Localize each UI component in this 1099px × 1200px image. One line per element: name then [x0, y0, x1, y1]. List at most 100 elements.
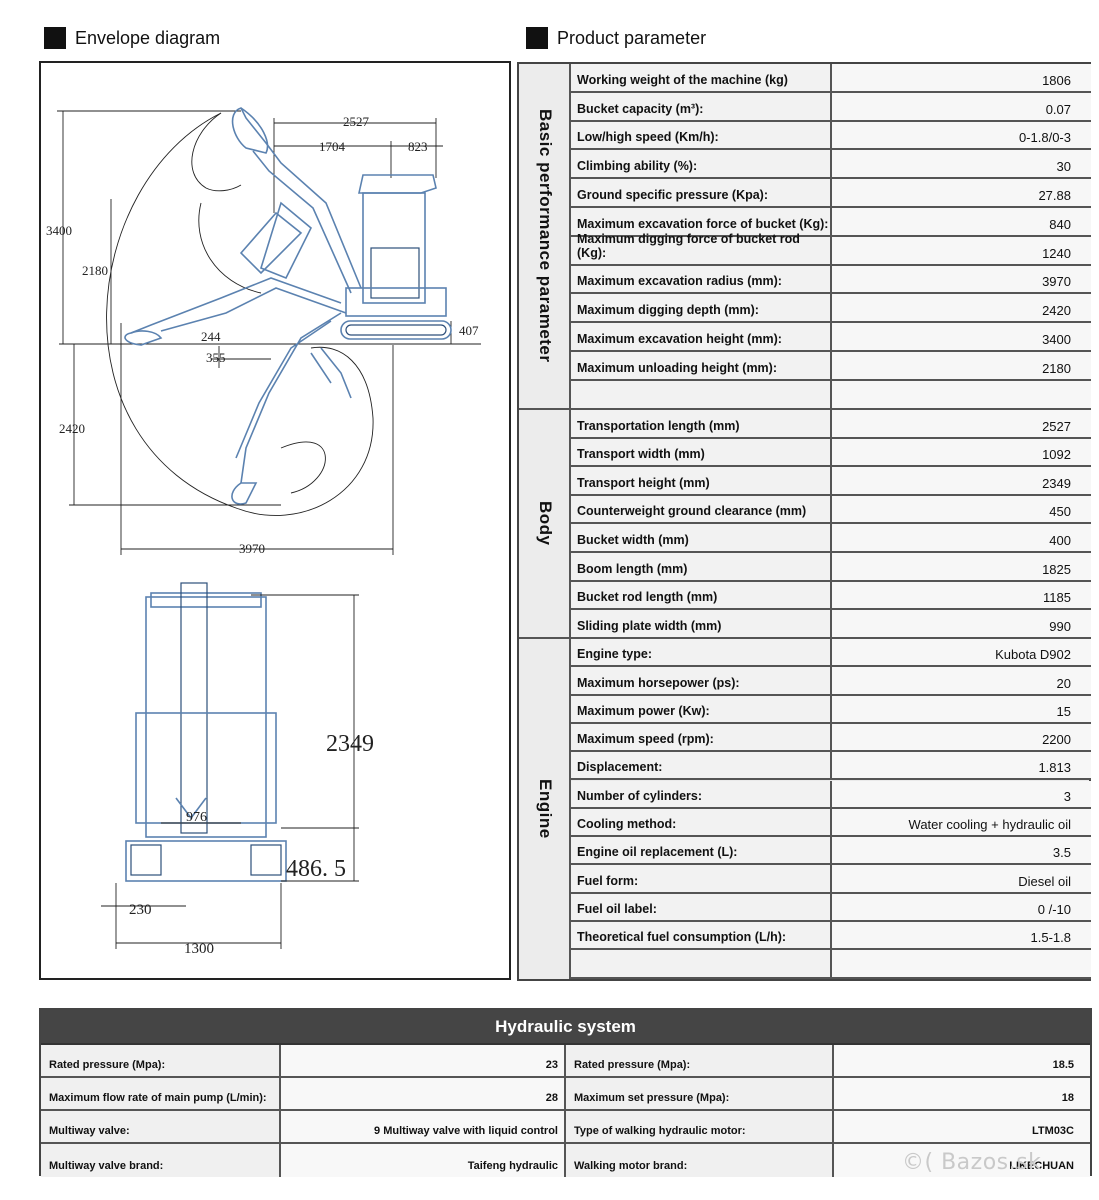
param-row: Maximum unloading height (mm):2180	[571, 352, 1091, 381]
track-inner	[345, 324, 447, 336]
hydraulic-value: 18	[834, 1078, 1090, 1109]
group-engine-label: Engine	[536, 779, 555, 839]
param-label	[571, 380, 832, 410]
square-bullet-icon	[526, 27, 548, 49]
param-label: Bucket capacity (m³):	[571, 92, 832, 122]
param-label: Maximum excavation force of bucket (Kg):	[571, 208, 832, 237]
dim-2349: 2349	[326, 731, 374, 757]
param-row: Ground specific pressure (Kpa):27.88	[571, 179, 1091, 208]
front-body	[145, 596, 267, 838]
hydraulic-row: Multiway valve:9 Multiway valve with liq…	[41, 1111, 1090, 1144]
dim-823: 823	[408, 139, 428, 154]
param-label: Transport height (mm)	[571, 467, 832, 496]
param-label: Fuel oil label:	[571, 893, 832, 922]
param-value: 27.88	[832, 179, 1091, 208]
param-row: Maximum digging force of bucket rod (Kg)…	[571, 232, 1091, 266]
param-row: Maximum excavation radius (mm):3970	[571, 265, 1091, 295]
param-value: 840	[832, 208, 1091, 237]
param-value: Water cooling + hydraulic oil	[832, 808, 1091, 838]
param-value: 30	[832, 150, 1091, 180]
param-value: 2420	[832, 294, 1091, 324]
param-label: Engine type:	[571, 639, 832, 668]
param-row: Maximum horsepower (ps):20	[571, 667, 1091, 696]
upper-envelope-curve	[191, 112, 242, 192]
param-row: Bucket width (mm)400	[571, 524, 1091, 553]
hydraulic-label: Maximum set pressure (Mpa):	[566, 1078, 834, 1109]
param-row: Boom length (mm)1825	[571, 553, 1091, 582]
param-row: Fuel oil label:0 /-10	[571, 893, 1091, 922]
cab	[362, 192, 426, 304]
dim-3970: 3970	[239, 541, 265, 556]
dim-407: 407	[459, 323, 479, 338]
watermark: ©( Bazos.sk	[902, 1150, 1042, 1175]
param-row: Working weight of the machine (kg)1806	[571, 64, 1091, 93]
param-label: Transportation length (mm)	[571, 410, 832, 439]
param-row: Bucket rod length (mm)1185	[571, 581, 1091, 611]
front-lower-frame	[135, 712, 277, 824]
bucket-raised	[231, 107, 269, 154]
bucket-reach	[124, 330, 163, 346]
inner-envelope-curve	[198, 202, 262, 294]
param-row: Maximum excavation force of bucket (Kg):…	[571, 208, 1091, 237]
square-bullet-icon	[44, 27, 66, 49]
param-value: 3970	[832, 265, 1091, 295]
param-value: 1240	[832, 236, 1091, 266]
group-engine: Engine	[519, 639, 571, 979]
param-label: Boom length (mm)	[571, 553, 832, 582]
param-value	[832, 380, 1091, 410]
param-value: 0 /-10	[832, 893, 1091, 922]
param-value: 2349	[832, 467, 1091, 496]
hydraulic-value: LTM03C	[834, 1111, 1090, 1142]
param-label: Displacement:	[571, 752, 832, 781]
param-label: Low/high speed (Km/h):	[571, 121, 832, 151]
param-value: 15	[832, 695, 1091, 724]
dim-3400: 3400	[46, 223, 72, 238]
dim-2420: 2420	[59, 421, 85, 436]
dim-1704: 1704	[319, 139, 346, 154]
hydraulic-title: Hydraulic system	[41, 1010, 1090, 1045]
param-value: 1.813	[832, 752, 1091, 781]
dim-230: 230	[129, 902, 152, 918]
param-row: Maximum speed (rpm):2200	[571, 723, 1091, 753]
param-label: Maximum speed (rpm):	[571, 723, 832, 753]
group-body: Body	[519, 410, 571, 639]
bucket-swing-curve	[280, 441, 326, 494]
param-value: 3400	[832, 323, 1091, 352]
param-value: 1185	[832, 581, 1091, 611]
param-label: Theoretical fuel consumption (L/h):	[571, 922, 832, 951]
product-parameter-table: Basic performance parameter Body Engine …	[517, 62, 1091, 981]
envelope-title: Envelope diagram	[75, 27, 221, 48]
param-label: Bucket rod length (mm)	[571, 581, 832, 611]
param-label: Fuel form:	[571, 865, 832, 894]
boom-mid	[260, 201, 312, 280]
front-bucket	[175, 797, 207, 820]
envelope-diagram: 2527 1704 823 3400 2180 244 355 407 2420…	[39, 61, 511, 980]
excavator-front-view	[125, 582, 287, 882]
param-value: 1825	[832, 553, 1091, 582]
hydraulic-value: Taifeng hydraulic	[281, 1144, 566, 1177]
param-label: Maximum digging force of bucket rod (Kg)…	[571, 232, 832, 266]
param-value: 0.07	[832, 92, 1091, 122]
param-value	[832, 950, 1091, 979]
param-row: Displacement:1.813	[571, 752, 1091, 781]
param-row: Theoretical fuel consumption (L/h):1.5-1…	[571, 922, 1091, 951]
excavator-side-view	[124, 107, 452, 505]
left-track	[130, 844, 162, 876]
param-value: 2180	[832, 352, 1091, 381]
envelope-header: Envelope diagram	[44, 27, 220, 49]
front-boom	[180, 582, 208, 834]
param-row: Cooling method:Water cooling + hydraulic…	[571, 808, 1091, 838]
hydraulic-value: LIKECHUAN	[834, 1144, 1090, 1177]
dim-976: 976	[186, 810, 207, 825]
param-value: 1092	[832, 438, 1091, 468]
param-row: Counterweight ground clearance (mm)450	[571, 495, 1091, 525]
param-value: 3	[832, 780, 1091, 809]
param-label: Maximum unloading height (mm):	[571, 352, 832, 381]
param-label: Number of cylinders:	[571, 780, 832, 809]
front-tracks	[125, 840, 287, 882]
param-label: Working weight of the machine (kg)	[571, 64, 832, 93]
param-label: Cooling method:	[571, 808, 832, 838]
hydraulic-label: Type of walking hydraulic motor:	[566, 1111, 834, 1142]
